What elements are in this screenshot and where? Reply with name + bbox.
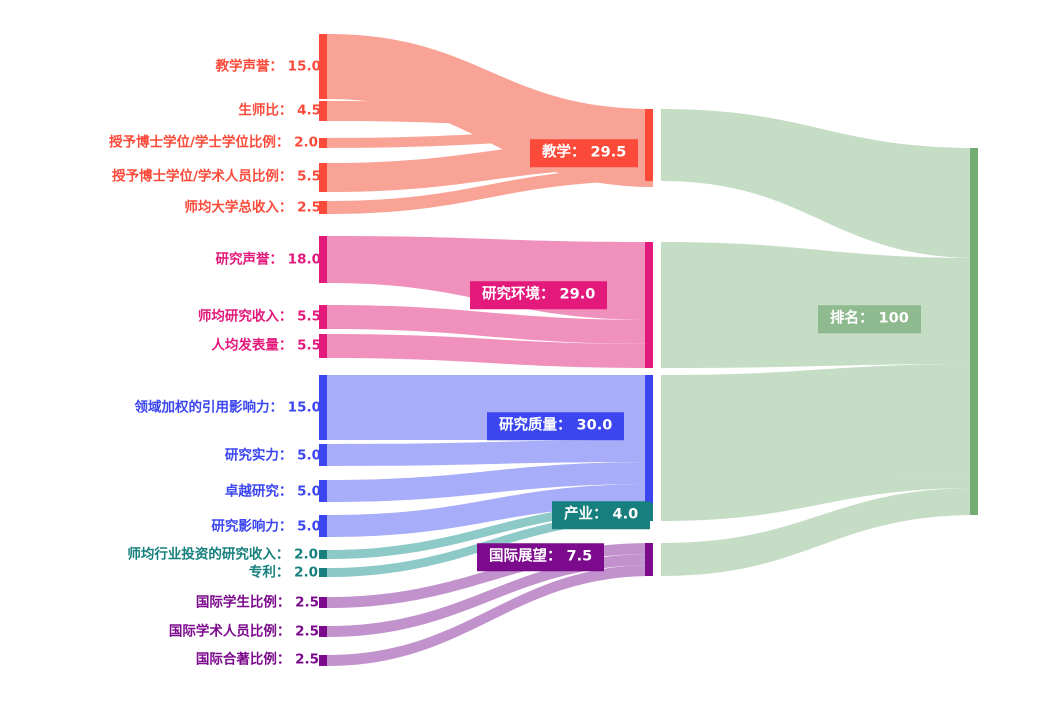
link-research-income (327, 305, 653, 344)
node-bar-patents[interactable] (319, 568, 327, 577)
source-label-fwci: 领域加权的引用影响力： 15.0 (134, 399, 321, 416)
node-label-teaching[interactable]: 教学： 29.5 (530, 139, 639, 167)
node-bar-ranking[interactable] (970, 148, 978, 515)
link-student-staff-ratio (327, 101, 653, 129)
link-institutional-income (327, 168, 653, 214)
source-label-doctorate-bachelor-ratio: 授予博士学位/学士学位比例： 2.0 (108, 134, 318, 151)
node-bars-sources (319, 34, 327, 666)
node-bars-ranking (970, 148, 978, 515)
node-bar-student-staff-ratio[interactable] (319, 101, 327, 121)
link-intl-staff (327, 554, 653, 637)
node-label-intl-outlook[interactable]: 国际展望： 7.5 (477, 543, 605, 571)
node-bar-research-quality[interactable] (645, 375, 653, 506)
node-bar-institutional-income[interactable] (319, 201, 327, 214)
node-bar-research-excellence[interactable] (319, 480, 327, 502)
node-bar-intl-staff[interactable] (319, 626, 327, 637)
node-bar-research-reputation[interactable] (319, 236, 327, 283)
source-label-publications-per-staff: 人均发表量： 5.5 (211, 337, 321, 354)
link-research-strength (327, 440, 653, 466)
link-research-influence (327, 484, 653, 537)
source-label-intl-students: 国际学生比例： 2.5 (195, 594, 319, 611)
node-bar-research-strength[interactable] (319, 444, 327, 466)
node-bar-research-influence[interactable] (319, 515, 327, 537)
link-research-quality-to-ranking (661, 364, 978, 506)
node-label-industry[interactable]: 产业： 4.0 (552, 501, 651, 529)
node-bar-research-env[interactable] (645, 242, 653, 368)
node-bar-teaching-reputation[interactable] (319, 34, 327, 99)
node-bar-industry-income[interactable] (319, 550, 327, 559)
source-label-research-strength: 研究实力： 5.0 (224, 447, 321, 464)
source-label-research-excellence: 卓越研究： 5.0 (224, 483, 321, 500)
node-label-research-quality[interactable]: 研究质量： 30.0 (487, 412, 625, 440)
node-bar-doctorate-bachelor[interactable] (319, 138, 327, 148)
source-label-teaching-reputation: 教学声誉： 15.0 (215, 58, 321, 75)
source-label-research-income: 师均研究收入： 5.5 (197, 308, 321, 325)
link-research-env-to-ranking (661, 242, 978, 368)
link-research-excellence (327, 462, 653, 502)
node-bar-teaching[interactable] (645, 109, 653, 181)
link-intl-coauthorship (327, 565, 653, 666)
link-teaching-to-ranking (661, 109, 978, 258)
link-group-ranking (661, 109, 978, 576)
source-label-industry-income: 师均行业投资的研究收入： 2.0 (127, 546, 318, 563)
node-label-research-env[interactable]: 研究环境： 29.0 (470, 281, 608, 309)
source-label-research-reputation: 研究声誉： 18.0 (215, 251, 321, 268)
source-label-intl-staff: 国际学术人员比例： 2.5 (168, 623, 319, 640)
source-label-student-staff-ratio: 生师比： 4.5 (238, 102, 321, 119)
node-label-ranking[interactable]: 排名： 100 (818, 305, 921, 333)
node-bar-fwci[interactable] (319, 375, 327, 440)
node-bar-intl-students[interactable] (319, 597, 327, 608)
source-label-doctorate-staff-ratio: 授予博士学位/学术人员比例： 5.5 (111, 168, 321, 185)
link-publications-per-staff (327, 334, 653, 368)
source-label-research-influence: 研究影响力： 5.0 (211, 518, 321, 535)
source-label-patents: 专利： 2.0 (248, 564, 318, 581)
node-bar-intl-coauthorship[interactable] (319, 655, 327, 666)
node-bar-intl-outlook[interactable] (645, 543, 653, 576)
link-industry-to-ranking (661, 474, 978, 521)
node-bar-publications-per-staff[interactable] (319, 334, 327, 358)
node-bar-doctorate-staff[interactable] (319, 163, 327, 192)
link-intl-outlook-to-ranking (661, 488, 978, 576)
link-doctorate-bachelor (327, 129, 653, 148)
source-label-institutional-income: 师均大学总收入： 2.5 (184, 199, 321, 216)
source-label-intl-coauthorship: 国际合著比例： 2.5 (195, 651, 319, 668)
node-bar-research-income[interactable] (319, 305, 327, 329)
link-group-teaching (327, 34, 653, 214)
